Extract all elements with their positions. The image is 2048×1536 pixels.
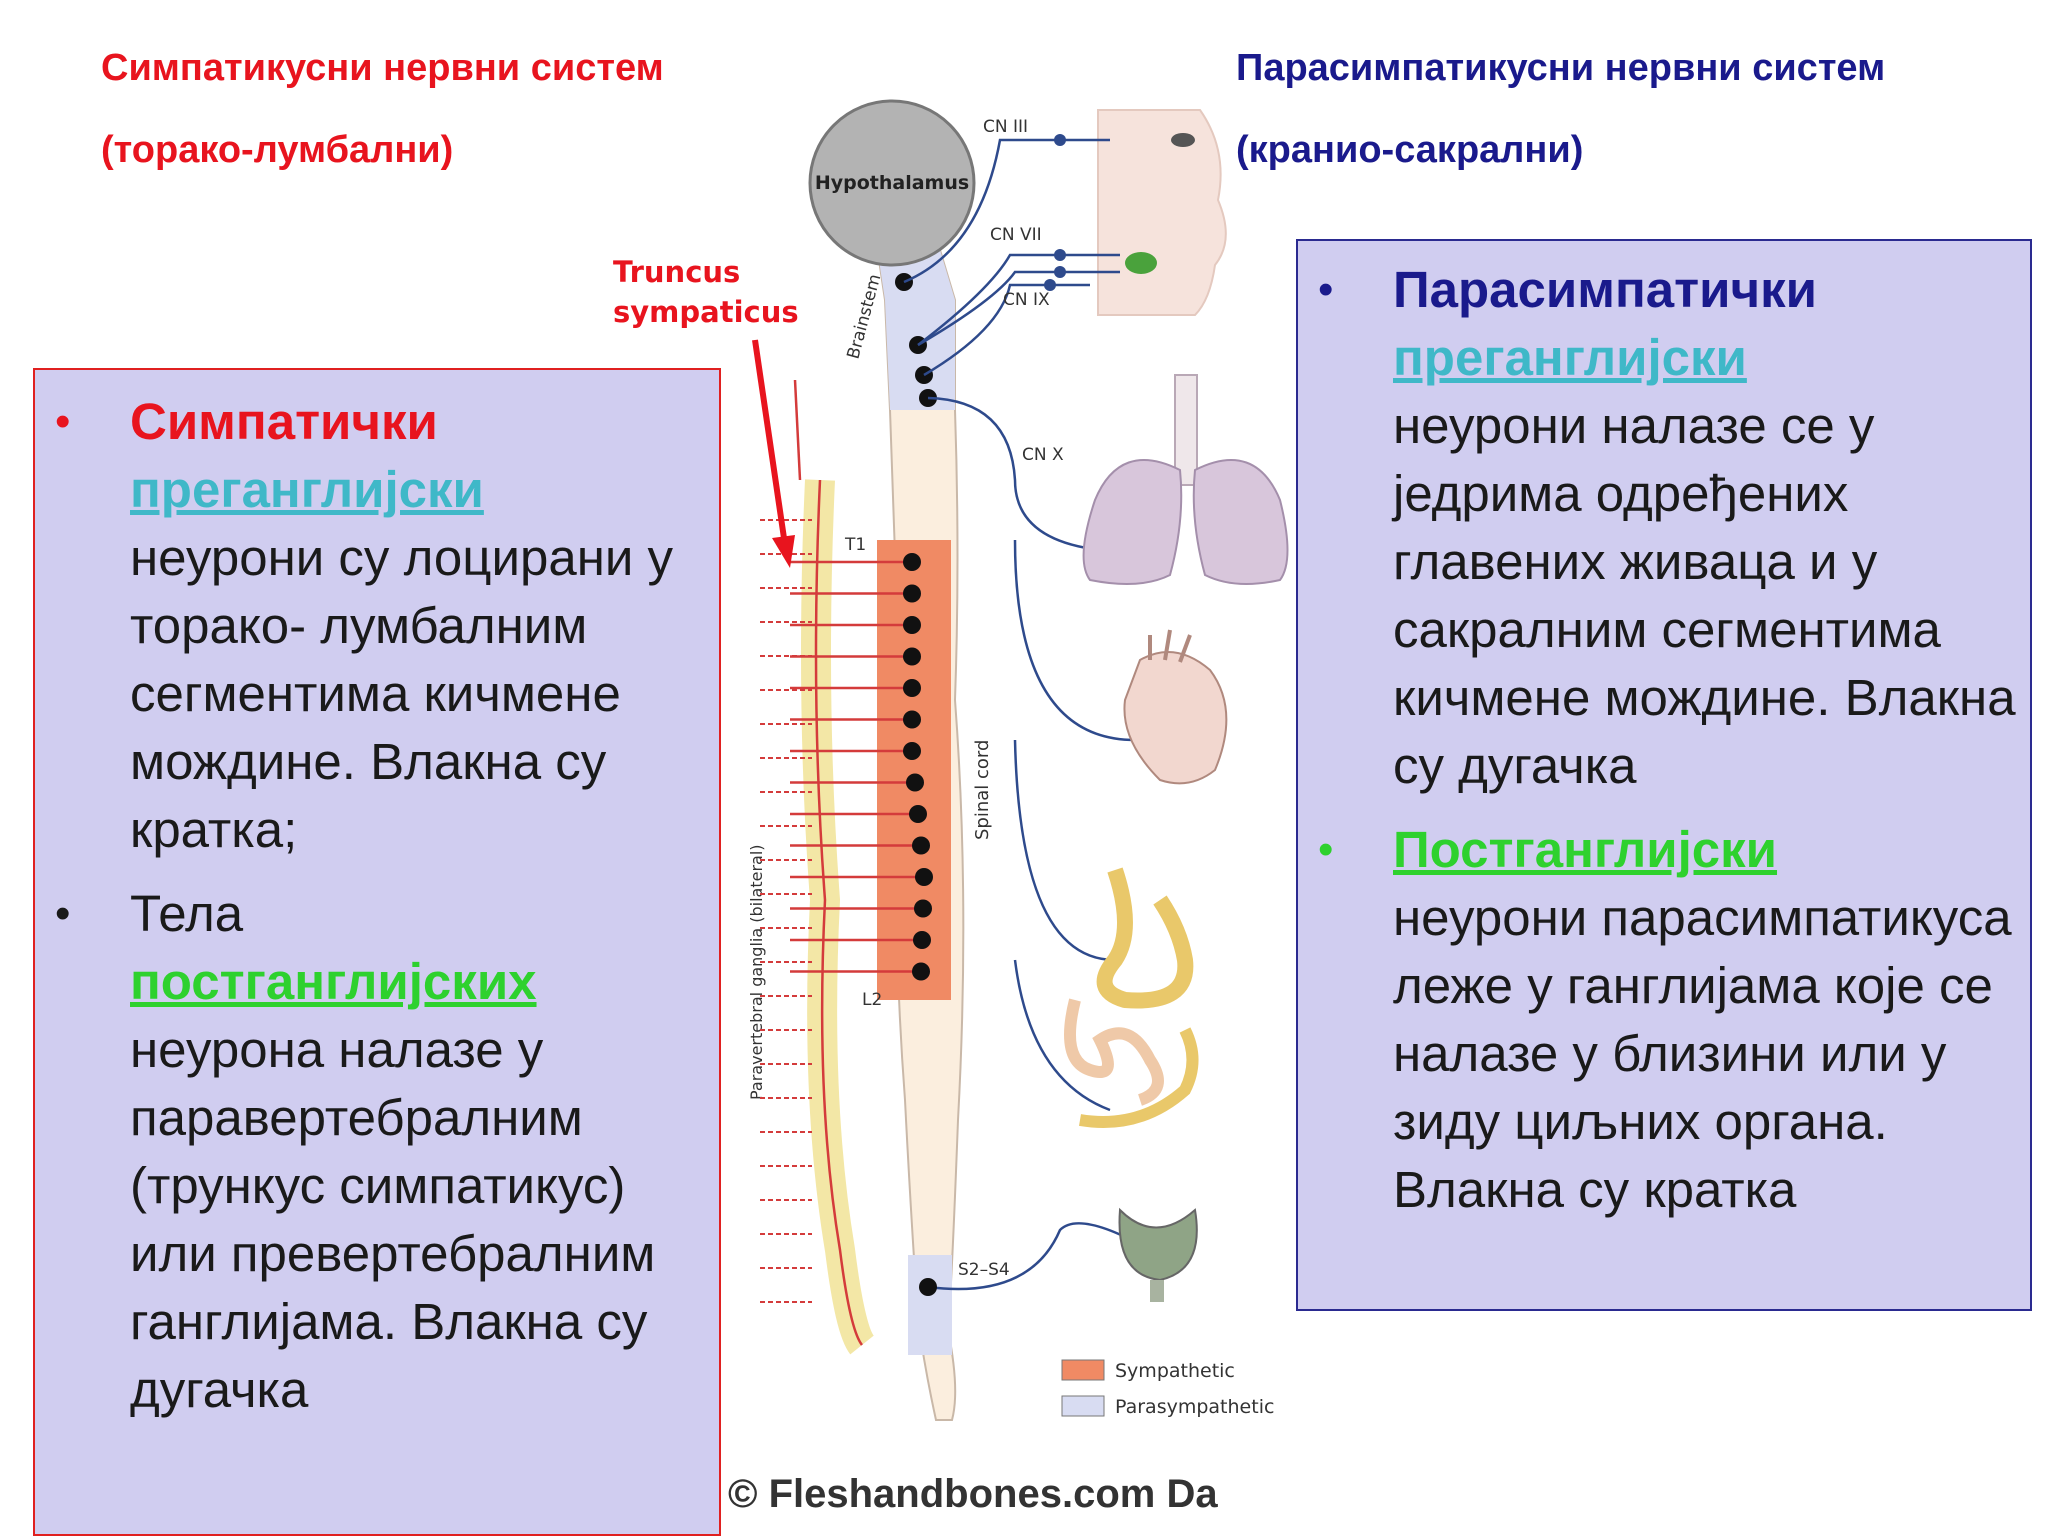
bullet-dot: • — [55, 889, 71, 938]
l2-label: L2 — [862, 990, 882, 1010]
s2-s4-label: S2–S4 — [958, 1260, 1010, 1280]
sympathetic-bullet-1-text: неурони су лоцирани у торако- лумбалним … — [130, 529, 674, 858]
postganglionic-word: Постганглијски — [1393, 821, 1778, 878]
bladder-illustration — [1118, 1207, 1198, 1302]
preganglionic-neuron-dot — [914, 899, 932, 918]
sympathetic-bullet-1: • Симпатички преганглијски неурони су ло… — [35, 388, 719, 864]
eye-icon — [1171, 133, 1195, 147]
thoracolumbar-sympathetic-region — [877, 540, 951, 1000]
parasympathetic-word: Парасимпатички — [1393, 261, 1817, 318]
parasympathetic-bullet-1: • Парасимпатички преганглијски неурони н… — [1298, 256, 2030, 800]
legend-label-sympathetic: Sympathetic — [1115, 1360, 1235, 1382]
legend-label-parasympathetic: Parasympathetic — [1115, 1396, 1274, 1418]
legend: Sympathetic Parasympathetic — [1061, 1359, 1274, 1418]
preganglionic-neuron-dot — [903, 679, 921, 697]
hypothalamus-label: Hypothalamus — [815, 172, 969, 194]
heart-illustration — [1123, 629, 1228, 785]
legend-swatch-parasympathetic — [1061, 1395, 1105, 1417]
preganglionic-neuron-dot — [903, 584, 921, 603]
preganglionic-neuron-dot — [903, 553, 921, 571]
sympathetic-bullet-2-text: неурона налазе у паравертебралним (трунк… — [130, 1021, 656, 1418]
brainstem-label: Brainstem — [844, 272, 886, 361]
preganglionic-neuron-dot — [903, 647, 921, 666]
gi-tract-illustration — [1064, 867, 1199, 1128]
preganglionic-neuron-dot — [912, 836, 930, 855]
cn-x-label: CN X — [1022, 445, 1064, 465]
parasympathetic-bullet-1-text: неурони налазе се у једрима одређених гл… — [1393, 397, 2016, 794]
credit-text: © Fleshandbones.com Da — [728, 1472, 1218, 1516]
sympathetic-word: Симпатички — [130, 393, 438, 450]
sympathetic-rami — [760, 519, 933, 1303]
hypothalamus — [808, 99, 976, 267]
spinal-cord-label: Spinal cord — [972, 740, 993, 840]
bullet-dot: • — [1318, 825, 1334, 874]
parasympathetic-bullet-2-text: неурони парасимпатикуса леже у ганглијам… — [1393, 889, 2012, 1218]
preganglionic-neuron-dot — [913, 931, 931, 949]
parasympathetic-bullet-list: • Парасимпатички преганглијски неурони н… — [1298, 256, 2030, 1224]
sympathetic-subtitle: (торако-лумбални) — [101, 129, 454, 171]
parasympathetic-subtitle: (кранио-сакрални) — [1236, 129, 1584, 171]
parasympathetic-title: Парасимпатикусни нервни систем — [1236, 47, 1886, 89]
gland-icon — [1125, 252, 1157, 274]
preganglionic-neuron-dot — [906, 773, 924, 792]
preganglionic-neuron-dot — [912, 962, 930, 981]
cranial-nerves — [903, 138, 1151, 1291]
cn-iii-label: CN III — [983, 117, 1028, 137]
truncus-label-line2: sympaticus — [613, 295, 799, 329]
parasympathetic-panel: • Парасимпатички преганглијски неурони н… — [1296, 239, 2032, 1311]
sympathetic-title: Симпатикусни нервни систем — [101, 47, 664, 89]
cn-ix-label: CN IX — [1003, 290, 1050, 310]
t1-label: T1 — [844, 535, 866, 555]
preganglionic-neuron-dot — [903, 710, 921, 729]
cn-vii-label: CN VII — [990, 225, 1042, 245]
sacral-parasympathetic-region — [908, 1255, 952, 1355]
sympathetic-bullet-2: • Тела постганглијских неурона налазе у … — [35, 880, 719, 1424]
lungs-illustration — [1082, 374, 1289, 585]
preganglionic-word: преганглијски — [1393, 329, 1747, 386]
parasympathetic-bullet-2: • Постганглијски неурони парасимпатикуса… — [1298, 816, 2030, 1224]
preganglionic-neuron-dot — [909, 805, 927, 823]
face-illustration — [1097, 109, 1227, 316]
sympathetic-panel: • Симпатички преганглијски неурони су ло… — [33, 368, 721, 1536]
preganglionic-word: преганглијски — [130, 461, 484, 518]
paravertebral-ganglia-label: Paravertebral ganglia (bilateral) — [747, 844, 766, 1100]
postganglionic-word: постганглијских — [130, 953, 537, 1010]
bodies-word: Тела — [130, 885, 244, 942]
bullet-dot: • — [1318, 265, 1334, 314]
truncus-label-line1: Truncus — [613, 255, 740, 289]
preganglionic-neuron-dot — [903, 742, 921, 760]
preganglionic-neuron-dot — [915, 868, 933, 886]
legend-swatch-sympathetic — [1061, 1359, 1105, 1381]
sympathetic-chain — [801, 479, 875, 1355]
sympathetic-bullet-list: • Симпатички преганглијски неурони су ло… — [35, 388, 719, 1424]
bullet-dot: • — [55, 397, 71, 446]
preganglionic-neuron-dot — [903, 616, 921, 634]
truncus-arrow — [752, 339, 788, 546]
